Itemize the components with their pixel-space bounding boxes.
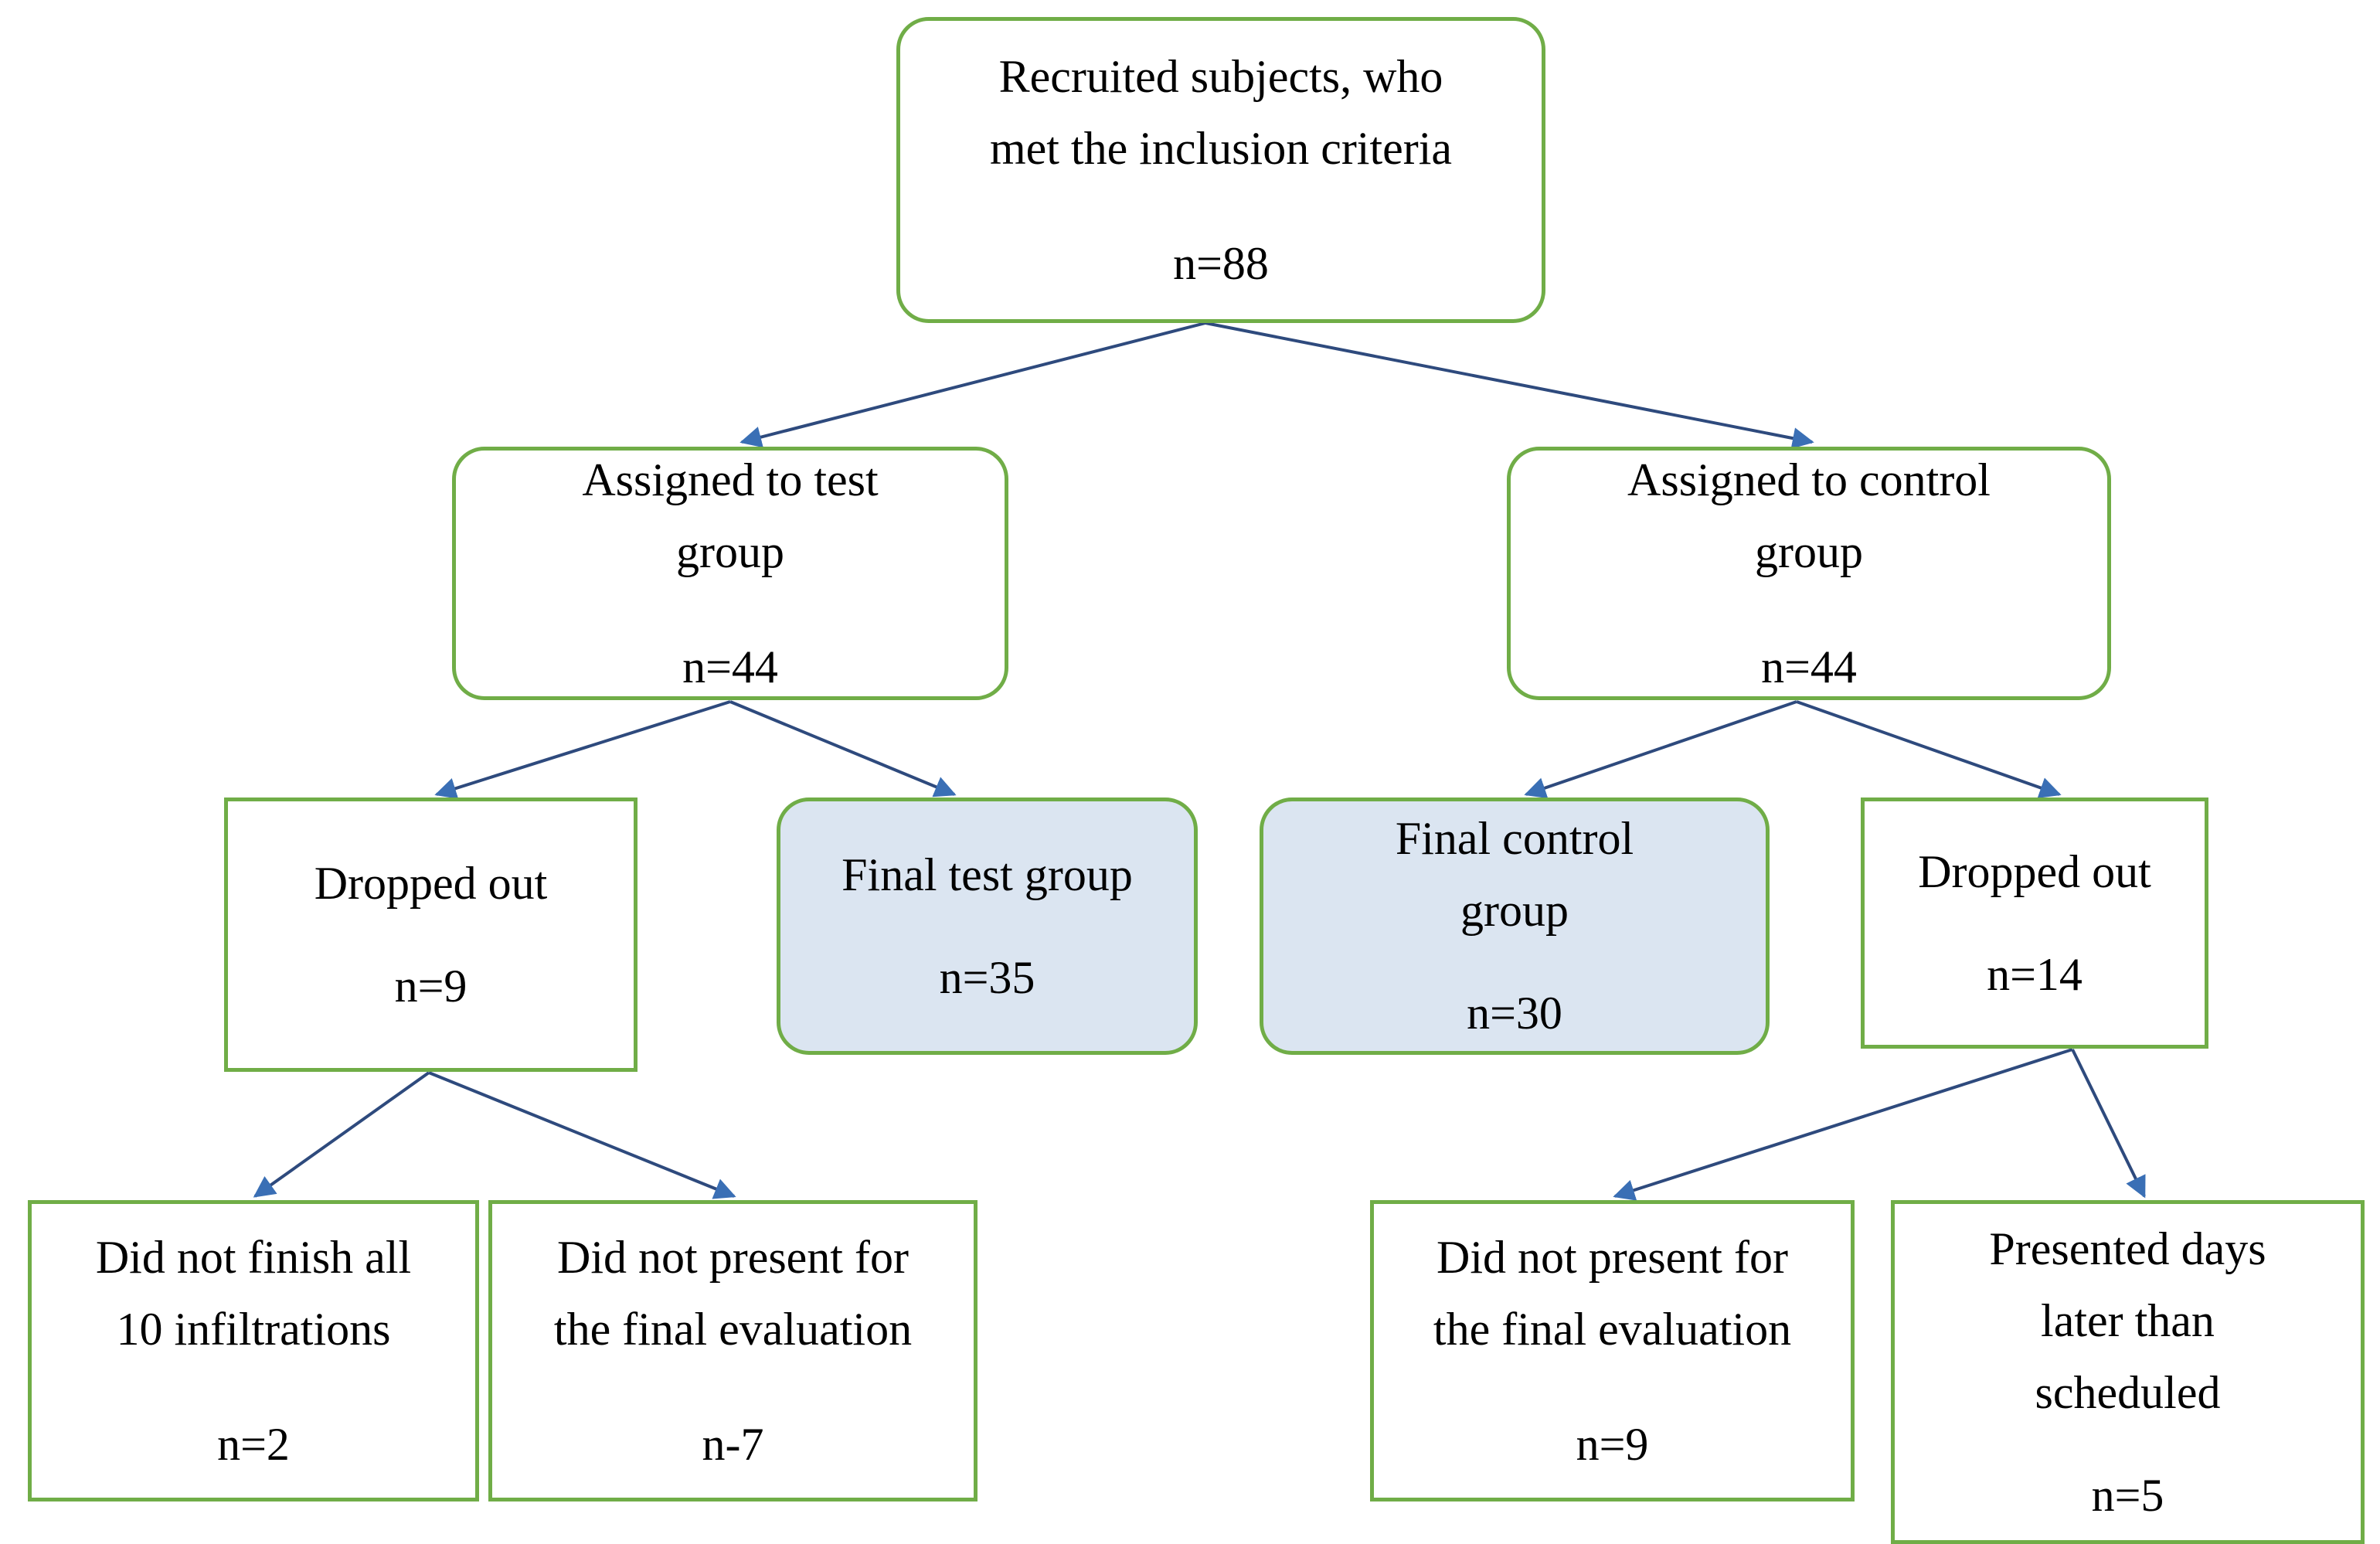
node-title: Assigned to control group	[1627, 454, 1991, 577]
node-title: Dropped out	[314, 857, 548, 909]
node-count: n=35	[939, 951, 1035, 1003]
node-assigned-control-group[interactable]: Assigned to control group n=44	[1507, 447, 2111, 700]
node-count: n=9	[1576, 1418, 1649, 1470]
node-title: Assigned to test group	[582, 454, 879, 577]
node-count: n=44	[682, 641, 778, 692]
node-count: n=9	[394, 960, 468, 1012]
node-recruited-subjects[interactable]: Recruited subjects, who met the inclusio…	[896, 17, 1545, 323]
node-count: n=2	[217, 1418, 290, 1470]
node-count: n=88	[1173, 237, 1269, 289]
edge-assigned-test-to-final-test	[729, 700, 957, 798]
node-count: n=30	[1467, 988, 1562, 1039]
node-assigned-test-group[interactable]: Assigned to test group n=44	[452, 447, 1008, 700]
edge-dropped-control-to-reason-1	[1613, 1048, 2073, 1201]
node-title: Did not present for the final evaluation	[553, 1231, 913, 1355]
node-final-control-group[interactable]: Final control group n=30	[1260, 798, 1770, 1055]
node-title: Dropped out	[1918, 845, 2151, 897]
node-control-reason-no-final-eval[interactable]: Did not present for the final evaluation…	[1370, 1200, 1855, 1501]
edge-dropped-control-to-reason-2	[2071, 1049, 2146, 1199]
node-control-reason-presented-late[interactable]: Presented days later than scheduled n=5	[1891, 1200, 2365, 1544]
node-count: n-7	[702, 1418, 764, 1470]
node-test-reason-not-finished[interactable]: Did not finish all 10 infiltrations n=2	[28, 1200, 479, 1501]
edge-recruited-to-assigned-test	[740, 321, 1206, 448]
node-title: Did not present for the final evaluation	[1433, 1231, 1792, 1355]
node-dropped-out-test[interactable]: Dropped out n=9	[224, 798, 638, 1072]
node-count: n=44	[1761, 641, 1857, 692]
node-title: Did not finish all 10 infiltrations	[95, 1231, 412, 1355]
edge-dropped-test-to-reason-2	[428, 1071, 736, 1199]
node-count: n=5	[2091, 1469, 2164, 1521]
node-final-test-group[interactable]: Final test group n=35	[777, 798, 1198, 1055]
node-title: Presented days later than scheduled	[1989, 1223, 2266, 1418]
edge-assigned-control-to-final-control	[1524, 700, 1797, 799]
node-title: Final control group	[1395, 813, 1634, 936]
edge-recruited-to-assigned-control	[1205, 321, 1814, 449]
edge-assigned-test-to-dropped-out	[434, 700, 731, 799]
node-dropped-out-control[interactable]: Dropped out n=14	[1861, 798, 2208, 1049]
node-test-reason-no-final-eval[interactable]: Did not present for the final evaluation…	[488, 1200, 978, 1501]
edge-dropped-test-to-reason-1	[253, 1071, 430, 1198]
edge-assigned-control-to-dropped-out	[1796, 700, 2062, 798]
node-count: n=14	[1987, 948, 2082, 1000]
node-title: Final test group	[842, 849, 1133, 900]
node-title: Recruited subjects, who met the inclusio…	[989, 50, 1453, 174]
